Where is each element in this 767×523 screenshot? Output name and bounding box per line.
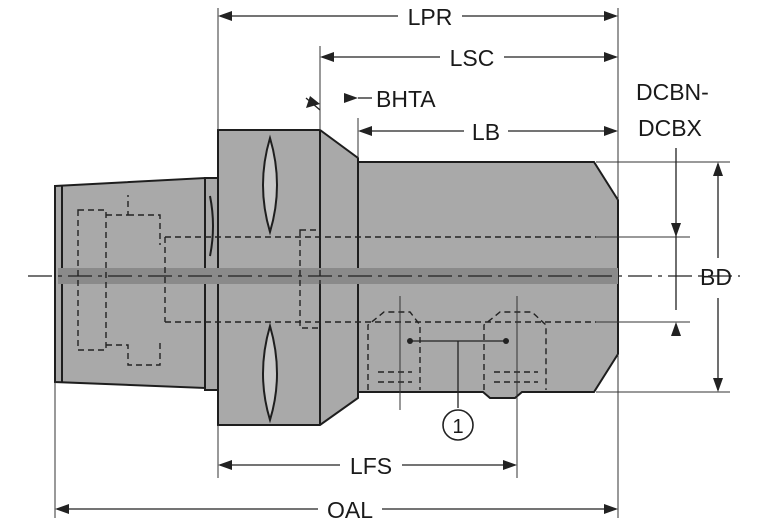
dim-lpr <box>218 11 618 21</box>
dim-oal <box>55 504 618 514</box>
dim-lsc <box>320 52 618 62</box>
callout-circle <box>442 409 474 441</box>
label-callout: 1 <box>452 416 463 438</box>
callout-leader <box>399 296 518 478</box>
label-lfs: LFS <box>350 453 392 479</box>
hidden-lines <box>77 195 596 390</box>
drive-slot-bottom <box>262 322 278 424</box>
dim-bhta <box>305 93 372 111</box>
label-dcbx: DCBX <box>638 115 702 141</box>
extension-lines <box>54 8 730 518</box>
label-lpr: LPR <box>408 4 453 30</box>
dim-dcbn <box>671 148 681 336</box>
label-bhta: BHTA <box>376 86 436 112</box>
dim-lfs <box>218 460 517 470</box>
label-lb: LB <box>472 119 500 145</box>
label-bd: BD <box>700 264 732 290</box>
dim-lb <box>358 126 618 136</box>
dim-bd <box>713 162 723 392</box>
label-lsc: LSC <box>450 45 495 71</box>
label-oal: OAL <box>327 497 373 523</box>
label-dcbn: DCBN- <box>636 79 709 105</box>
drive-slot-top <box>262 134 278 236</box>
